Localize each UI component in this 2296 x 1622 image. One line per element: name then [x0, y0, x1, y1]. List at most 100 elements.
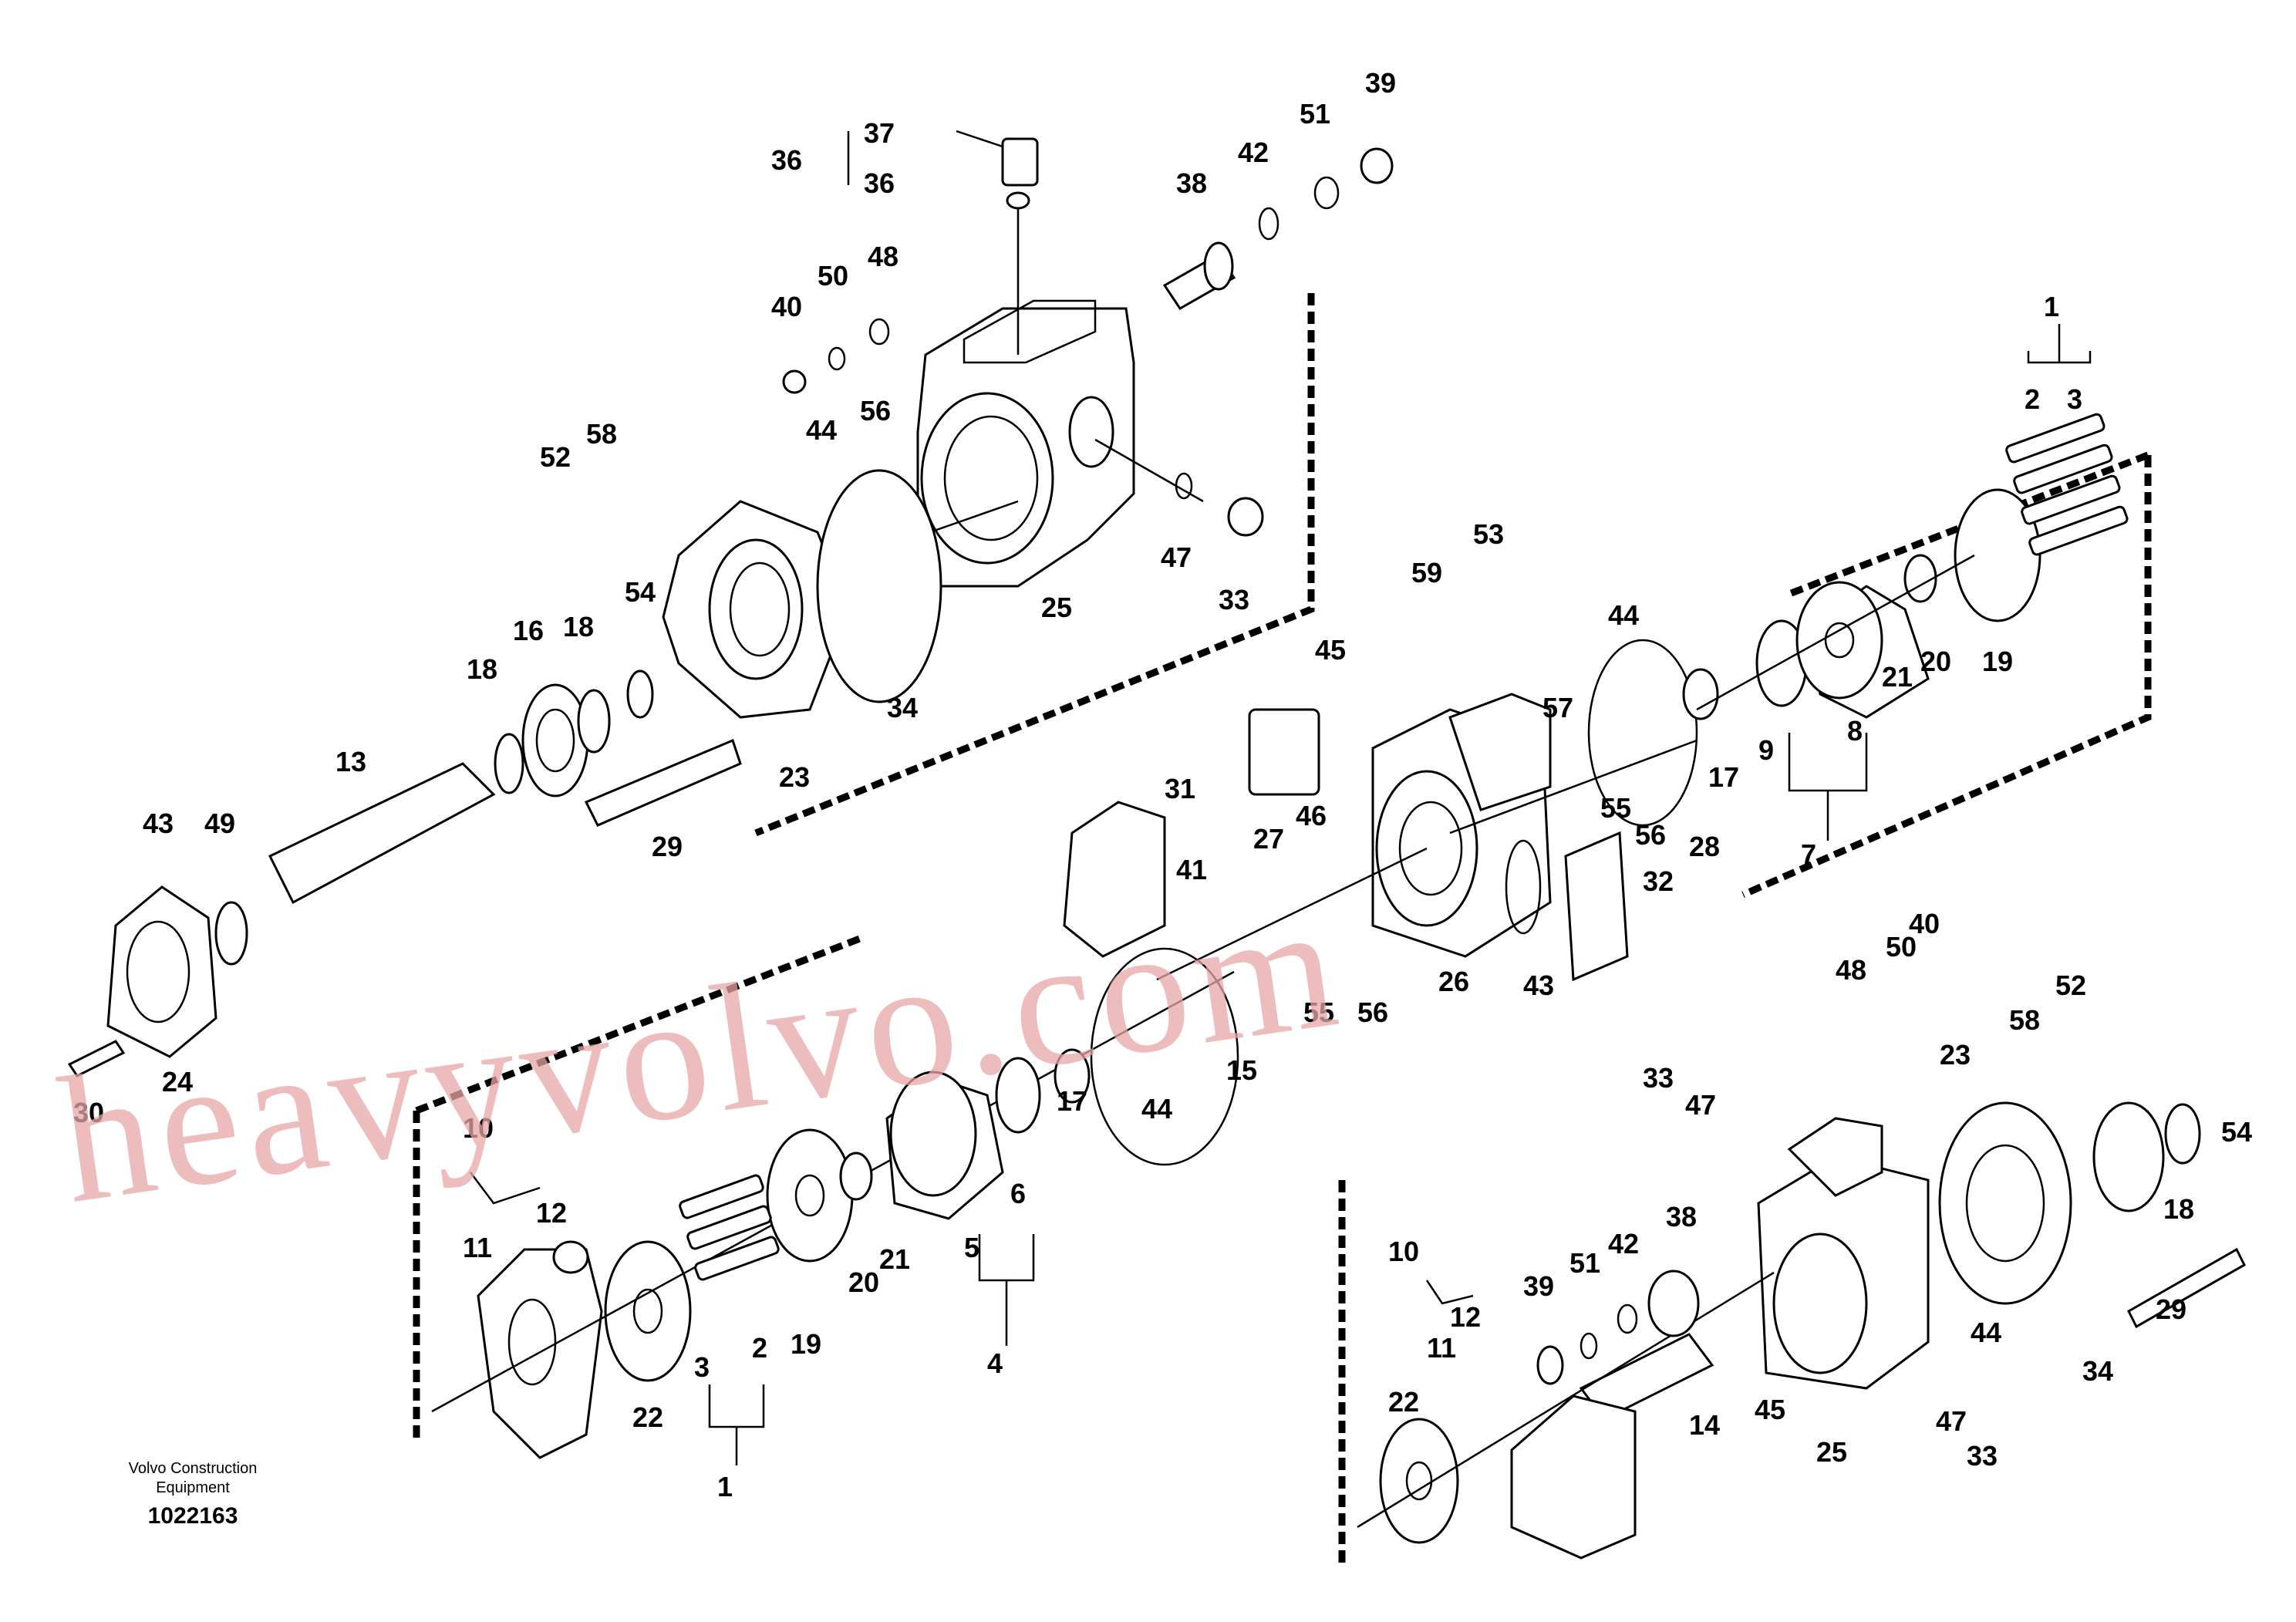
callout-label: 4: [987, 1347, 1003, 1379]
callout-label: 31: [1165, 773, 1195, 804]
callout-label: 16: [513, 615, 544, 646]
callout-label: 23: [779, 761, 810, 793]
callout-label: 1: [717, 1471, 733, 1502]
callout-label: 56: [1357, 996, 1388, 1028]
brand-line-2: Equipment: [156, 1479, 230, 1496]
callout-label: 39: [1365, 67, 1396, 99]
callout-label: 36: [771, 144, 802, 176]
callout-label: 1: [2044, 291, 2059, 322]
callout-label: 54: [625, 576, 656, 608]
callout-label: 8: [1847, 715, 1863, 747]
pump-housing-top: [863, 201, 1204, 588]
callout-label: 40: [1909, 908, 1940, 939]
callout-label: 34: [2082, 1355, 2113, 1387]
callout-label: 13: [335, 746, 366, 777]
callout-label: 59: [1411, 557, 1442, 588]
callout-label: 47: [1161, 541, 1192, 573]
lower-right-assembly: [1357, 1101, 2246, 1560]
callout-label: 53: [1473, 518, 1504, 550]
drawing-number: 1022163: [148, 1503, 238, 1529]
rotating-group-right: [1682, 413, 2129, 720]
callout-label: 15: [1226, 1054, 1257, 1086]
callout-label: 38: [1176, 167, 1207, 199]
callout-label: 40: [771, 291, 802, 322]
center-housing: [1063, 639, 1698, 1166]
callout-label: 19: [791, 1328, 821, 1360]
callout-label: 50: [818, 260, 848, 292]
callout-label: 18: [563, 611, 594, 642]
callout-label: 43: [1523, 969, 1554, 1001]
callout-label: 11: [1427, 1332, 1456, 1364]
callout-label: 14: [1689, 1409, 1720, 1441]
callout-label: 2: [2025, 383, 2040, 415]
callout-label: 6: [1010, 1178, 1026, 1209]
callout-label: 57: [1542, 692, 1573, 723]
callout-label: 3: [2067, 383, 2082, 415]
callout-label: 9: [1758, 734, 1774, 766]
callout-label: 52: [2055, 969, 2086, 1001]
callout-label: 28: [1689, 831, 1720, 862]
callout-label: 10: [463, 1112, 494, 1144]
callout-label: 12: [536, 1197, 567, 1229]
callout-label: 33: [1219, 584, 1249, 615]
callout-label: 18: [467, 653, 497, 685]
callout-label: 44: [1141, 1093, 1172, 1125]
callout-label: 19: [1982, 646, 2013, 677]
callout-label: 37: [864, 117, 895, 149]
callout-label: 42: [1238, 137, 1269, 168]
callout-label: 26: [1438, 966, 1469, 997]
callout-label: 44: [1971, 1317, 2001, 1348]
callout-label: 20: [1920, 646, 1951, 677]
callout-label: 51: [1569, 1247, 1600, 1279]
callout-label: 44: [806, 414, 837, 446]
assembly-frames: [413, 293, 2152, 1566]
callout-label: 36: [864, 167, 895, 199]
callout-label: 38: [1666, 1201, 1697, 1233]
callout-label: 49: [204, 808, 235, 839]
callout-label: 25: [1041, 592, 1072, 623]
callout-label: 58: [2009, 1004, 2040, 1036]
callout-label: 22: [1388, 1386, 1419, 1418]
callout-label: 51: [1300, 98, 1330, 130]
callout-label: 46: [1296, 800, 1327, 831]
callout-label: 20: [848, 1266, 879, 1298]
callout-label: 47: [1685, 1089, 1716, 1121]
callout-label: 48: [868, 241, 899, 272]
callout-label: 34: [887, 692, 918, 723]
callout-label: 33: [1967, 1440, 1998, 1472]
callout-label: 29: [652, 831, 683, 862]
callout-label: 45: [1315, 634, 1346, 666]
callout-label: 17: [1708, 761, 1739, 793]
callout-label: 24: [162, 1066, 193, 1098]
callout-label: 5: [964, 1232, 979, 1263]
callout-label: 39: [1523, 1270, 1554, 1302]
callout-label: 12: [1450, 1301, 1481, 1333]
callout-label: 7: [1801, 838, 1816, 870]
callout-label: 17: [1057, 1085, 1087, 1117]
front-cover-left: [67, 469, 942, 1077]
regulator-parts-top: [782, 130, 1394, 537]
callout-label: 44: [1608, 599, 1639, 631]
callout-label: 56: [860, 395, 891, 427]
callout-label: 47: [1936, 1405, 1967, 1437]
callout-labels: 37 36 36 39 51 42 38 48 50 40 56 44 58 5…: [73, 67, 2252, 1502]
callout-label: 11: [463, 1232, 492, 1263]
group-brackets: [470, 131, 2092, 1465]
callout-label: 54: [2221, 1116, 2252, 1148]
callout-label: 41: [1176, 854, 1207, 885]
callout-label: 56: [1635, 819, 1666, 851]
callout-label: 27: [1253, 823, 1284, 855]
callout-label: 33: [1643, 1062, 1674, 1094]
callout-label: 43: [143, 808, 174, 839]
callout-label: 55: [1600, 792, 1631, 824]
callout-label: 25: [1816, 1436, 1847, 1468]
callout-label: 10: [1388, 1236, 1419, 1267]
callout-label: 32: [1643, 865, 1674, 897]
callout-label: 22: [632, 1401, 663, 1433]
callout-label: 42: [1608, 1228, 1639, 1259]
callout-label: 29: [2156, 1293, 2186, 1325]
callout-label: 55: [1303, 996, 1334, 1028]
callout-label: 3: [694, 1351, 710, 1383]
rotating-group-lower-left: [431, 970, 1235, 1459]
